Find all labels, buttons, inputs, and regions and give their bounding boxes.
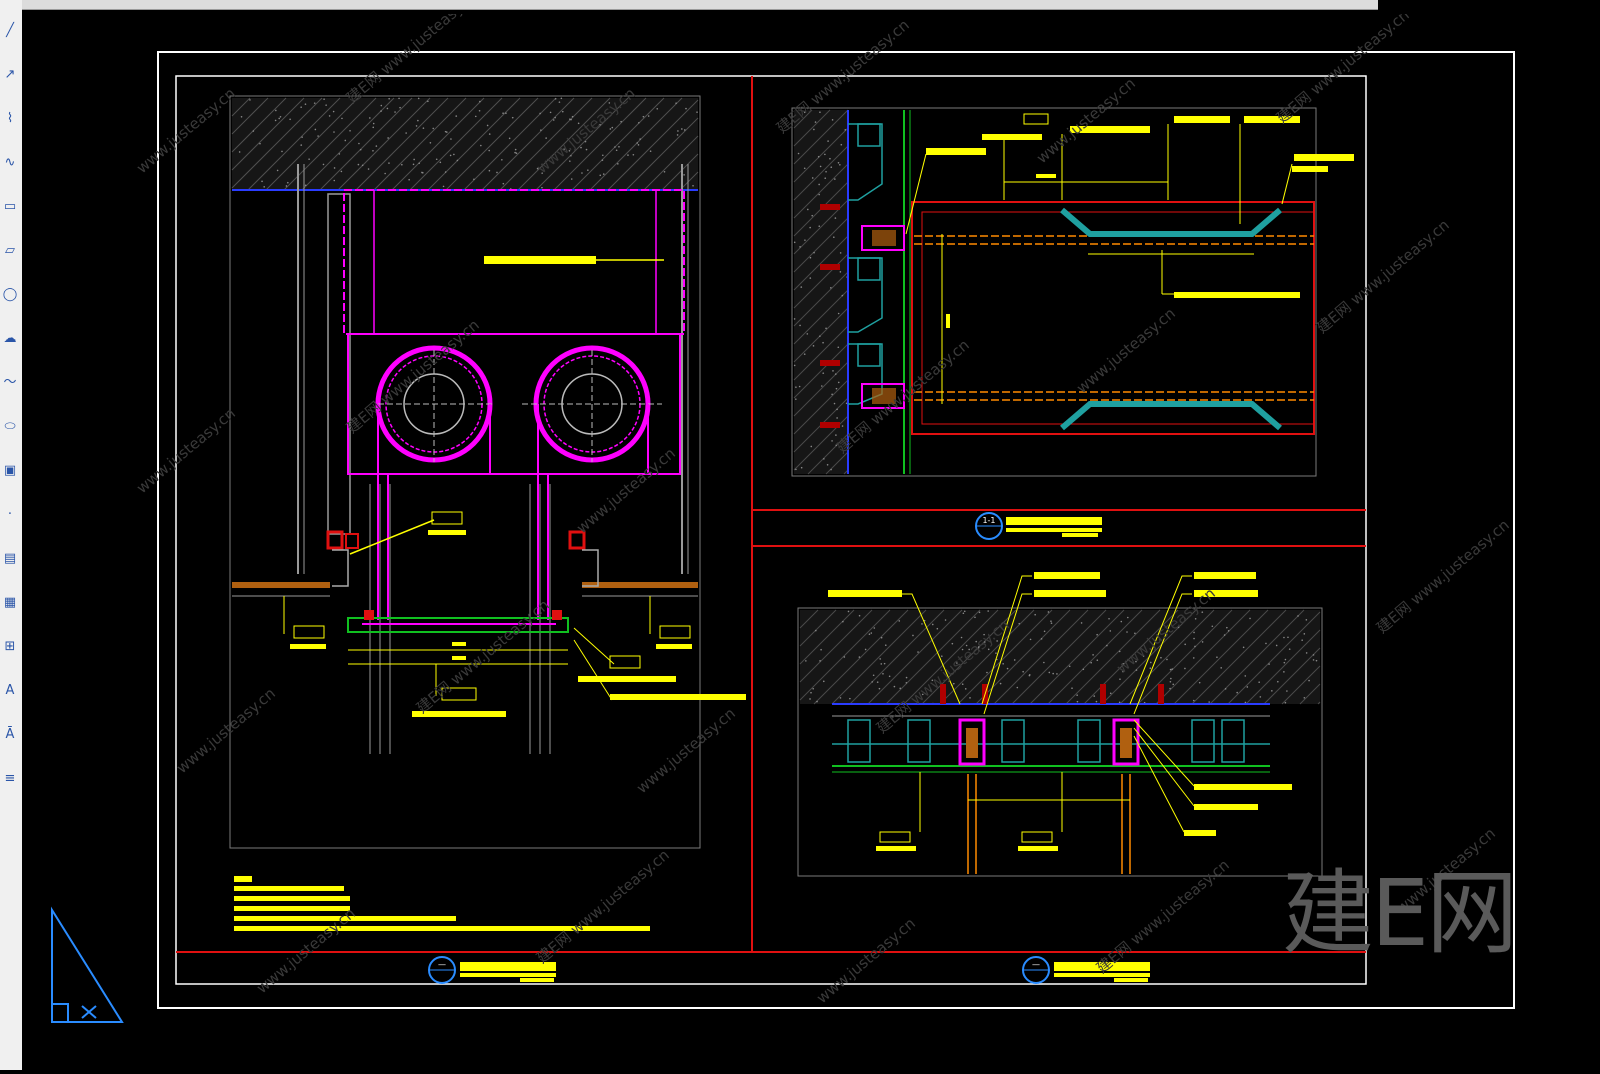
horizontal-scrollbar[interactable]	[22, 0, 1378, 10]
tag-lower-right	[574, 628, 746, 700]
multiline-icon[interactable]: ≡	[1, 768, 19, 790]
tag-center	[350, 512, 466, 554]
channel-hanger	[328, 194, 350, 534]
trim-right	[582, 550, 598, 586]
cad-drawing-canvas[interactable]: 1-1	[22, 14, 1600, 1070]
text-icon[interactable]: A	[1, 680, 19, 702]
watermark-text: www.justeasy.cn	[133, 84, 239, 177]
region-icon[interactable]: ▱	[1, 240, 19, 262]
title-left: —	[429, 957, 556, 983]
watermark-text: www.justeasy.cn	[633, 704, 739, 797]
circle-icon[interactable]: ◯	[1, 284, 19, 306]
drop-lines	[968, 774, 1130, 874]
right-top-detail: 1-1	[792, 108, 1354, 539]
ceiling-board-right	[582, 582, 698, 588]
ucs-icon	[52, 910, 122, 1022]
right-top-labels	[926, 114, 1354, 328]
detail-marker-right: —	[1032, 960, 1040, 969]
draw-toolbar: ╱ ↗ ⌇ ∿ ▭ ▱ ◯ ☁ 〜 ⬭ ▣ · ▤ ▦ ⊞ AĀ ≡	[0, 0, 23, 1070]
wall-panels	[848, 124, 882, 404]
watermark-text: 建E网 www.justeasy.cn	[1093, 856, 1233, 977]
title-right: —	[1023, 957, 1150, 983]
brand-logo: 建E网	[1282, 839, 1515, 972]
trim-left	[332, 550, 348, 586]
spline-icon[interactable]: 〜	[1, 372, 19, 394]
watermark-text: 建E网 www.justeasy.cn	[1373, 516, 1513, 637]
table-icon[interactable]: ⊞	[1, 636, 19, 658]
hatch-icon[interactable]: ▤	[1, 548, 19, 570]
concrete-slab	[232, 98, 698, 190]
ellipse-icon[interactable]: ⬭	[1, 416, 19, 438]
horizontal-scrollbar-strip[interactable]	[22, 0, 1600, 14]
watermark-text: www.justeasy.cn	[1073, 304, 1179, 397]
red-bracket-left-b	[346, 534, 358, 548]
revision-cloud-icon[interactable]: ☁	[1, 328, 19, 350]
detail-marker-left: —	[438, 960, 446, 969]
watermark-text: 建E网 www.justeasy.cn	[1313, 216, 1453, 337]
ceiling-board-left	[232, 582, 330, 588]
line-icon[interactable]: ╱	[1, 20, 19, 42]
orange-dashed-lines	[914, 236, 1314, 400]
watermark-text: 建E网 www.justeasy.cn	[413, 596, 553, 717]
label-bar-top	[484, 256, 596, 264]
pipe-right	[522, 348, 662, 462]
tag-left	[284, 596, 326, 649]
watermark-text: 建E网 www.justeasy.cn	[533, 846, 673, 967]
detail-title-1-1: 1-1	[976, 513, 1102, 539]
arrow-icon[interactable]: ↗	[1, 64, 19, 86]
detail-marker-1-1: 1-1	[982, 516, 995, 525]
watermark-text: www.justeasy.cn	[1033, 74, 1139, 167]
block-icon[interactable]: ▣	[1, 460, 19, 482]
watermark-text: 建E网 www.justeasy.cn	[1273, 14, 1413, 127]
red-clip-right	[552, 610, 562, 620]
point-icon[interactable]: ·	[1, 504, 19, 526]
left-detail-border	[230, 96, 700, 848]
watermark-text: www.justeasy.cn	[173, 684, 279, 777]
watermark-text: 建E网 www.justeasy.cn	[833, 336, 973, 457]
curve-icon[interactable]: ∿	[1, 152, 19, 174]
red-clip-left	[364, 610, 374, 620]
watermark-text: www.justeasy.cn	[813, 914, 919, 1007]
gradient-icon[interactable]: ▦	[1, 592, 19, 614]
ceiling-panels	[832, 720, 1270, 762]
polyline-icon[interactable]: ⌇	[1, 108, 19, 130]
left-section-detail	[230, 96, 746, 931]
watermark-text: 建E网 www.justeasy.cn	[343, 14, 483, 107]
mtext-icon[interactable]: Ā	[1, 724, 19, 746]
teal-channel-upper	[1062, 210, 1280, 234]
rectangle-icon[interactable]: ▭	[1, 196, 19, 218]
tag-right	[650, 596, 692, 649]
watermark-text: www.justeasy.cn	[133, 404, 239, 497]
